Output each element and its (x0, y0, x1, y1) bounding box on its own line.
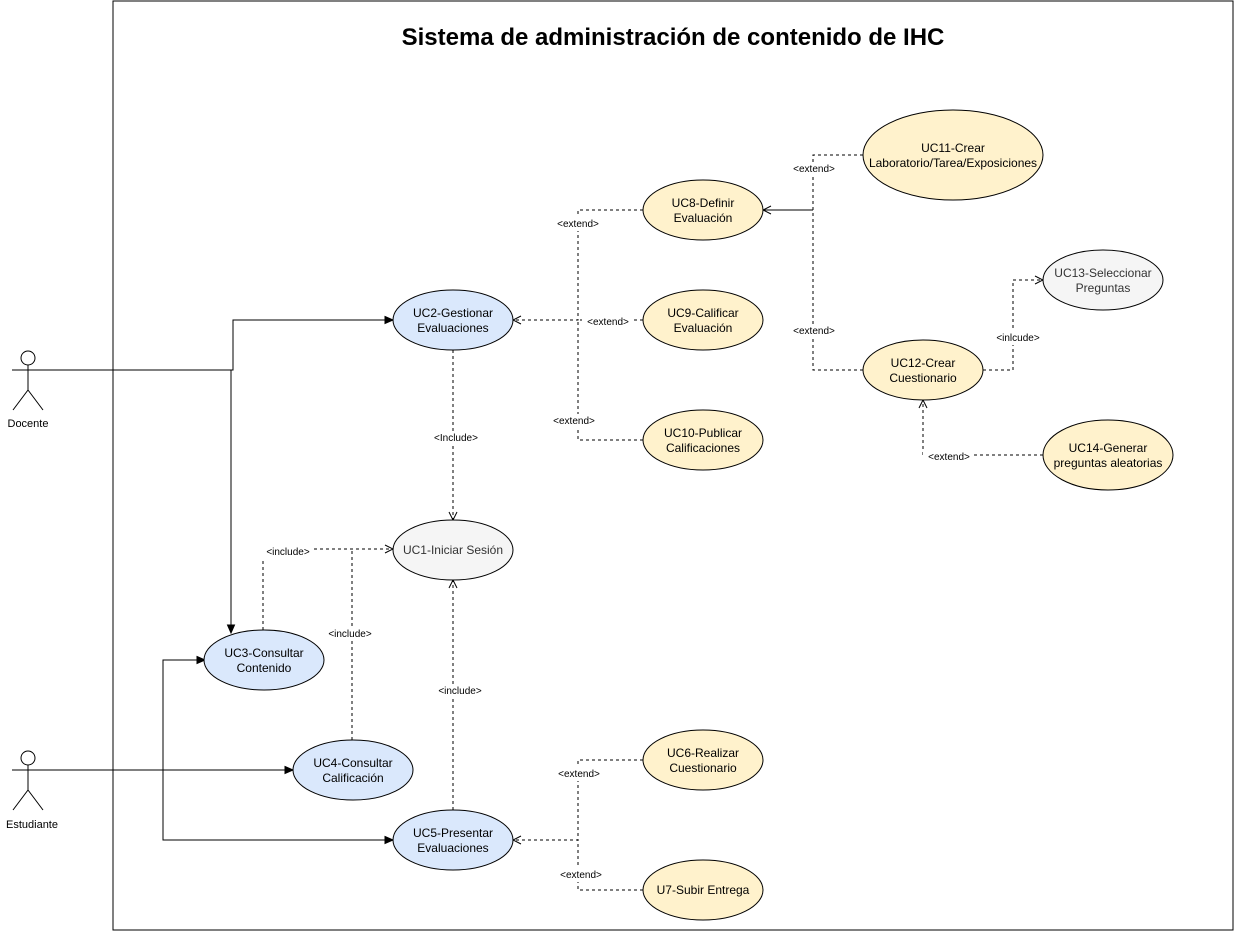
label-uc8-uc2: <extend> (557, 219, 599, 230)
label-uc12-uc8: <extend> (793, 326, 835, 337)
use-case-label: Cuestionario (669, 761, 737, 775)
use-case-label: Calificaciones (666, 441, 740, 455)
use-case-label: UC8-Definir (672, 196, 735, 210)
use-case-uc12[interactable]: UC12-Crear Cuestionario (862, 339, 984, 401)
system-title: Sistema de administración de contenido d… (402, 24, 945, 51)
use-case-uc1[interactable]: UC1-Iniciar Sesión (392, 519, 514, 581)
actor-label: Estudiante (6, 819, 58, 831)
use-case-label: Contenido (237, 661, 292, 675)
use-case-uc2[interactable]: UC2-Gestionar Evaluaciones (392, 289, 514, 351)
label-uc4-uc1: <include> (328, 629, 372, 640)
use-case-label: Cuestionario (889, 371, 957, 385)
use-case-uc13[interactable]: UC13-Seleccionar Preguntas (1042, 249, 1164, 311)
use-case-label: Laboratorio/Tarea/Exposiciones (869, 156, 1037, 170)
label-uc12-uc13: <inlcude> (996, 333, 1040, 344)
use-case-label: U7-Subir Entrega (657, 883, 750, 897)
extend-uc8-uc2 (513, 209, 643, 320)
use-case-label: Evaluación (674, 321, 733, 335)
use-case-uc14[interactable]: UC14-Generar preguntas aleatorias (1042, 419, 1174, 491)
stick-figure-icon (12, 350, 44, 411)
use-case-label: UC12-Crear (891, 356, 956, 370)
use-case-uc8[interactable]: UC8-Definir Evaluación (642, 179, 764, 241)
use-case-label: UC5-Presentar (413, 826, 493, 840)
use-case-label: UC10-Publicar (664, 426, 742, 440)
assoc-estudiante-uc5 (162, 770, 393, 840)
label-uc5-uc1: <include> (438, 686, 482, 697)
include-uc12-uc13 (983, 280, 1043, 371)
use-case-label: Evaluaciones (417, 841, 488, 855)
use-case-label: preguntas aleatorias (1054, 456, 1163, 470)
extend-uc12-uc8 (812, 210, 863, 371)
use-case-label: UC6-Realizar (667, 746, 739, 760)
label-uc2-uc1: <Include> (434, 433, 478, 444)
use-case-uc3[interactable]: UC3-Consultar Contenido (203, 629, 325, 691)
use-case-label: UC1-Iniciar Sesión (403, 543, 503, 557)
extend-uc7-uc5 (577, 840, 643, 891)
label-uc10-uc2: <extend> (553, 416, 595, 427)
relation-labels: <Include> <include> <include> <include> … (262, 162, 1044, 882)
actor-docente[interactable]: Docente (8, 350, 49, 430)
label-uc14-uc12: <extend> (928, 452, 970, 463)
stick-figure-icon (12, 750, 44, 811)
use-case-label: Evaluación (674, 211, 733, 225)
use-case-label: UC2-Gestionar (413, 306, 493, 320)
use-case-label: Preguntas (1076, 281, 1131, 295)
use-case-label: Evaluaciones (417, 321, 488, 335)
use-case-label: UC9-Calificar (667, 306, 738, 320)
use-case-uc4[interactable]: UC4-Consultar Calificación (292, 739, 414, 801)
assoc-estudiante-uc3 (162, 660, 205, 770)
use-case-uc7[interactable]: U7-Subir Entrega (642, 859, 764, 921)
label-uc3-uc1: <include> (266, 547, 310, 558)
use-case-uc5[interactable]: UC5-Presentar Evaluaciones (392, 809, 514, 871)
use-case-label: UC4-Consultar (313, 756, 392, 770)
use-case-uc10[interactable]: UC10-Publicar Calificaciones (642, 409, 764, 471)
assoc-docente-uc2 (28, 320, 393, 371)
label-uc7-uc5: <extend> (560, 870, 602, 881)
use-case-label: Calificación (322, 771, 383, 785)
actor-estudiante[interactable]: Estudiante (6, 750, 58, 831)
use-case-label: UC14-Generar (1069, 441, 1148, 455)
use-case-uc9[interactable]: UC9-Calificar Evaluación (642, 289, 764, 351)
extend-uc6-uc5 (513, 759, 643, 840)
use-case-label: UC13-Seleccionar (1054, 266, 1151, 280)
use-case-label: UC11-Crear (921, 141, 985, 155)
label-uc11-uc8: <extend> (793, 164, 835, 175)
use-case-uc11[interactable]: UC11-Crear Laboratorio/Tarea/Exposicione… (862, 109, 1044, 201)
extend-uc11-uc8 (812, 154, 863, 210)
use-case-label: UC3-Consultar (224, 646, 303, 660)
label-uc6-uc5: <extend> (558, 769, 600, 780)
label-uc9-uc2: <extend> (587, 317, 629, 328)
extend-uc10-uc2 (577, 320, 643, 441)
actor-label: Docente (8, 418, 49, 430)
use-case-uc6[interactable]: UC6-Realizar Cuestionario (642, 729, 764, 791)
